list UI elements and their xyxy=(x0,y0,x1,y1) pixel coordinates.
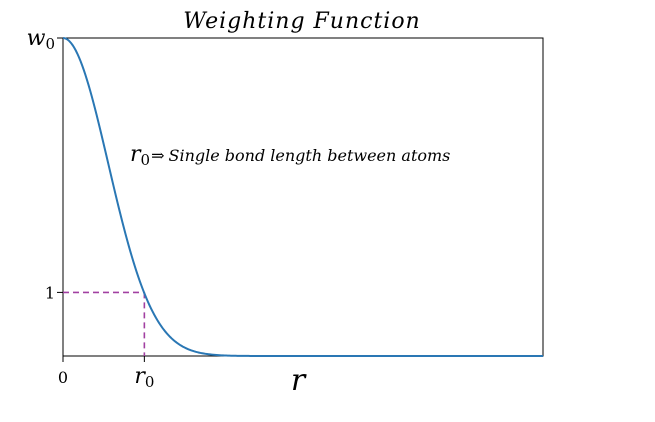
annotation-arrow: ⇒ xyxy=(151,146,164,165)
annotation-text: Single bond length between atoms xyxy=(168,146,450,165)
series-line-0 xyxy=(62,37,543,357)
x-tick-text-0: 0 xyxy=(58,368,68,387)
annotation: r0⇒Single bond length between atoms xyxy=(130,142,450,169)
series-layer xyxy=(62,37,543,357)
y-tick-text-0: 1 xyxy=(45,283,55,302)
x-tick-text-1: r xyxy=(134,364,146,389)
plot-frame xyxy=(62,37,544,357)
x-tick-label-1: r0 xyxy=(134,364,154,391)
y-tick-label-0: 1 xyxy=(45,283,55,302)
x-tick-sub-1: 0 xyxy=(145,373,155,391)
y-tick-label-1: w0 xyxy=(27,26,55,53)
chart-title: Weighting Function xyxy=(183,9,420,34)
x-tick-label-0: 0 xyxy=(58,368,68,387)
annotation-symbol-sub: 0 xyxy=(141,151,151,169)
annotation-symbol: r xyxy=(130,142,142,167)
y-tick-sub-1: 0 xyxy=(45,35,55,53)
x-axis-label: r xyxy=(291,363,307,398)
y-tick-text-1: w xyxy=(27,26,46,51)
reference-lines xyxy=(63,291,146,356)
y-axis: 1 w0 xyxy=(27,26,63,302)
